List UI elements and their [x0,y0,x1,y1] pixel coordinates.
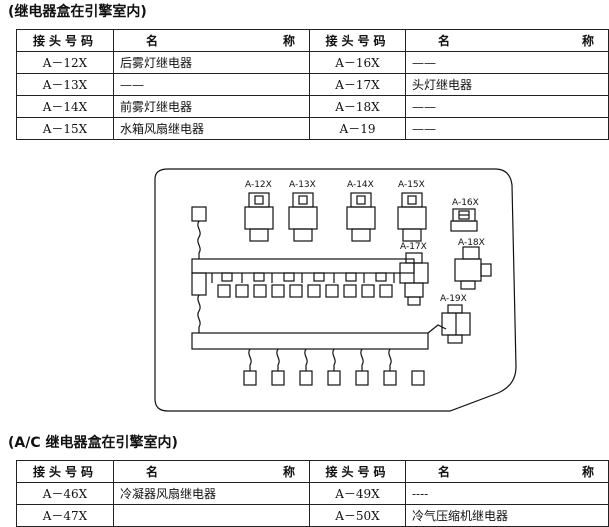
connector-code: A－15X [16,117,114,140]
header-name: 名称 [113,460,310,483]
connector-code: A－17X [309,73,406,96]
table-header-row: 接头号码 名称 接头号码 名称 [16,460,609,483]
diagram-label-a-18x: A-18X [458,238,485,248]
diagram-label-a-17x: A-17X [400,242,427,252]
connector-code: A－14X [16,95,114,118]
section-title-relay-box: (继电器盒在引擎室内) [8,4,147,20]
header-name-right: 称 [581,34,598,48]
relay-a-13x [288,192,318,242]
relay-a-14x [346,192,376,242]
header-connector-number: 接头号码 [16,460,114,483]
connector-name: 冷凝器风扇继电器 [113,482,310,505]
connector-code: A－18X [309,95,406,118]
relay-a-15x [397,192,427,242]
header-name-left: 名 [146,465,163,479]
connector-code: A－50X [309,504,406,527]
header-name-left: 名 [146,34,163,48]
connector-name: 后雾灯继电器 [113,51,310,74]
connector-name: —— [113,73,310,96]
connector-code: A－12X [16,51,114,74]
connector-code: A－16X [309,51,406,74]
connector-name: 水箱风扇继电器 [113,117,310,140]
header-name-right: 称 [282,465,299,479]
diagram-label-a-13x: A-13X [289,180,316,190]
lower-connector-rail [191,324,447,386]
connector-name: —— [405,51,609,74]
table-row: A－15X 水箱风扇继电器 A－19 —— [16,117,609,140]
diagram-label-a-19x: A-19X [440,294,467,304]
table-row: A－14X 前雾灯继电器 A－18X —— [16,95,609,118]
header-connector-number: 接头号码 [16,29,114,52]
relay-a-16x [450,208,478,232]
header-name: 名称 [405,29,609,52]
table-row: A－12X 后雾灯继电器 A－16X —— [16,51,609,74]
relay-box-diagram: A-12X A-13X A-14X A-15X A-16X A-17X A-18… [154,168,517,412]
connector-code: A－49X [309,482,406,505]
connector-code: A－47X [16,504,114,527]
table-row: A－13X —— A－17X 头灯继电器 [16,73,609,96]
connector-code: A－13X [16,73,114,96]
table-row: A－46X 冷凝器风扇继电器 A－49X ---- [16,482,609,505]
left-harness [191,206,207,333]
connector-name: 头灯继电器 [405,73,609,96]
connector-name: ---- [405,482,609,505]
header-connector-number: 接头号码 [309,460,406,483]
connector-code: A－46X [16,482,114,505]
relay-a-19x [441,304,471,344]
section-title-ac-relay-box: (A/C 继电器盒在引擎室内) [8,435,178,451]
diagram-label-a-15x: A-15X [398,180,425,190]
connector-name [113,504,310,527]
header-name-right: 称 [282,34,299,48]
header-name-left: 名 [438,34,455,48]
connector-code: A－19 [309,117,406,140]
table-row: A－47X A－50X 冷气压缩机继电器 [16,504,609,527]
header-name-right: 称 [581,465,598,479]
diagram-label-a-14x: A-14X [347,180,374,190]
relay-a-18x [454,246,492,290]
header-name-left: 名 [438,465,455,479]
connector-table-ac-relay-box: 接头号码 名称 接头号码 名称 A－46X 冷凝器风扇继电器 A－49X ---… [16,460,609,527]
header-connector-number: 接头号码 [309,29,406,52]
connector-name: —— [405,117,609,140]
relay-a-12x [244,192,274,242]
table-header-row: 接头号码 名称 接头号码 名称 [16,29,609,52]
connector-name: 前雾灯继电器 [113,95,310,118]
connector-name: 冷气压缩机继电器 [405,504,609,527]
header-name: 名称 [405,460,609,483]
connector-table-relay-box: 接头号码 名称 接头号码 名称 A－12X 后雾灯继电器 A－16X —— A－… [16,29,609,140]
upper-connector-rail [191,258,415,298]
relay-box-outline [154,168,517,412]
connector-name: —— [405,95,609,118]
diagram-label-a-16x: A-16X [452,198,479,208]
header-name: 名称 [113,29,310,52]
diagram-label-a-12x: A-12X [245,180,272,190]
